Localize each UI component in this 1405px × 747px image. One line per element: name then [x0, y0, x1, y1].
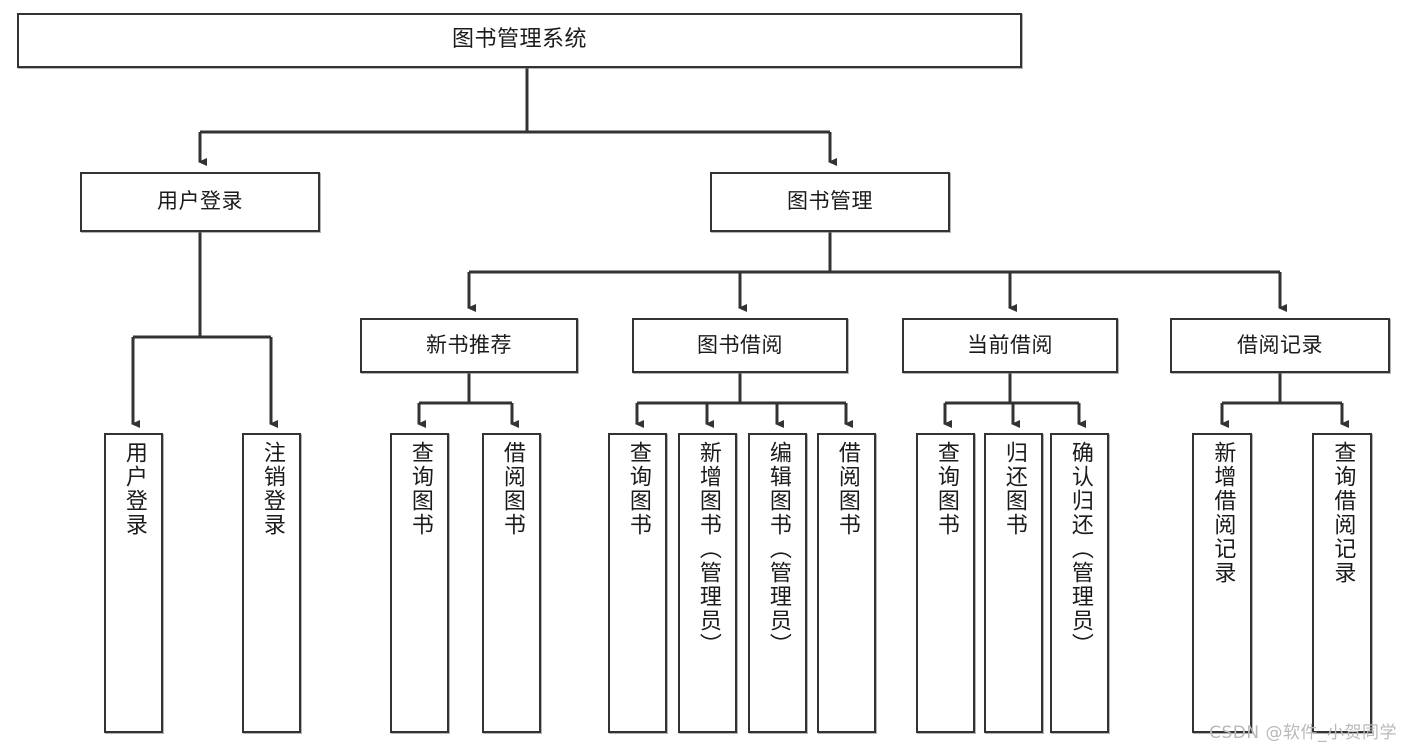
leaf-current-borrow-1-label: 查询图书 [933, 441, 959, 537]
leaf-borrow-record-1-label: 新增借阅记录 [1210, 441, 1236, 585]
leaf-user-login-1[interactable]: 用户登录 [104, 433, 163, 733]
leaf-current-borrow-3[interactable]: 确认归还（管理员） [1050, 433, 1109, 733]
leaf-borrow-record-1[interactable]: 新增借阅记录 [1192, 433, 1252, 733]
leaf-borrow-record-2[interactable]: 查询借阅记录 [1312, 433, 1372, 733]
node-book-management-label: 图书管理 [787, 189, 873, 214]
node-new-book-recommend[interactable]: 新书推荐 [360, 318, 578, 373]
leaf-book-borrow-2-label: 新增图书（管理员） [695, 441, 721, 657]
node-current-borrow-label: 当前借阅 [967, 332, 1053, 357]
node-user-login[interactable]: 用户登录 [80, 172, 320, 232]
leaf-current-borrow-3-label: 确认归还（管理员） [1067, 441, 1093, 657]
leaf-book-borrow-2[interactable]: 新增图书（管理员） [678, 433, 737, 733]
leaf-user-login-2[interactable]: 注销登录 [242, 433, 301, 733]
leaf-user-login-1-label: 用户登录 [121, 441, 147, 537]
leaf-user-login-2-label: 注销登录 [259, 441, 285, 537]
leaf-book-borrow-4-label: 借阅图书 [834, 441, 860, 537]
node-borrow-record-label: 借阅记录 [1237, 332, 1323, 357]
node-new-book-recommend-label: 新书推荐 [426, 332, 512, 357]
node-book-management[interactable]: 图书管理 [710, 172, 950, 232]
leaf-book-borrow-3-label: 编辑图书（管理员） [765, 441, 791, 657]
leaf-book-borrow-4[interactable]: 借阅图书 [817, 433, 876, 733]
node-user-login-label: 用户登录 [157, 189, 243, 214]
leaf-new-book-2[interactable]: 借阅图书 [482, 433, 541, 733]
node-current-borrow[interactable]: 当前借阅 [902, 318, 1118, 373]
leaf-book-borrow-1[interactable]: 查询图书 [608, 433, 667, 733]
node-book-borrow-label: 图书借阅 [697, 332, 783, 357]
leaf-book-borrow-3[interactable]: 编辑图书（管理员） [748, 433, 807, 733]
csdn-watermark: CSDN @软件_小贺同学 [1209, 723, 1397, 743]
node-book-borrow[interactable]: 图书借阅 [632, 318, 848, 373]
leaf-borrow-record-2-label: 查询借阅记录 [1330, 441, 1356, 585]
leaf-new-book-1-label: 查询图书 [407, 441, 433, 537]
leaf-current-borrow-2[interactable]: 归还图书 [984, 433, 1043, 733]
node-root-label: 图书管理系统 [451, 27, 587, 53]
leaf-current-borrow-2-label: 归还图书 [1001, 441, 1027, 537]
leaf-book-borrow-1-label: 查询图书 [625, 441, 651, 537]
leaf-new-book-2-label: 借阅图书 [499, 441, 525, 537]
node-root[interactable]: 图书管理系统 [17, 13, 1022, 68]
node-borrow-record[interactable]: 借阅记录 [1170, 318, 1390, 373]
leaf-new-book-1[interactable]: 查询图书 [390, 433, 449, 733]
leaf-current-borrow-1[interactable]: 查询图书 [916, 433, 975, 733]
